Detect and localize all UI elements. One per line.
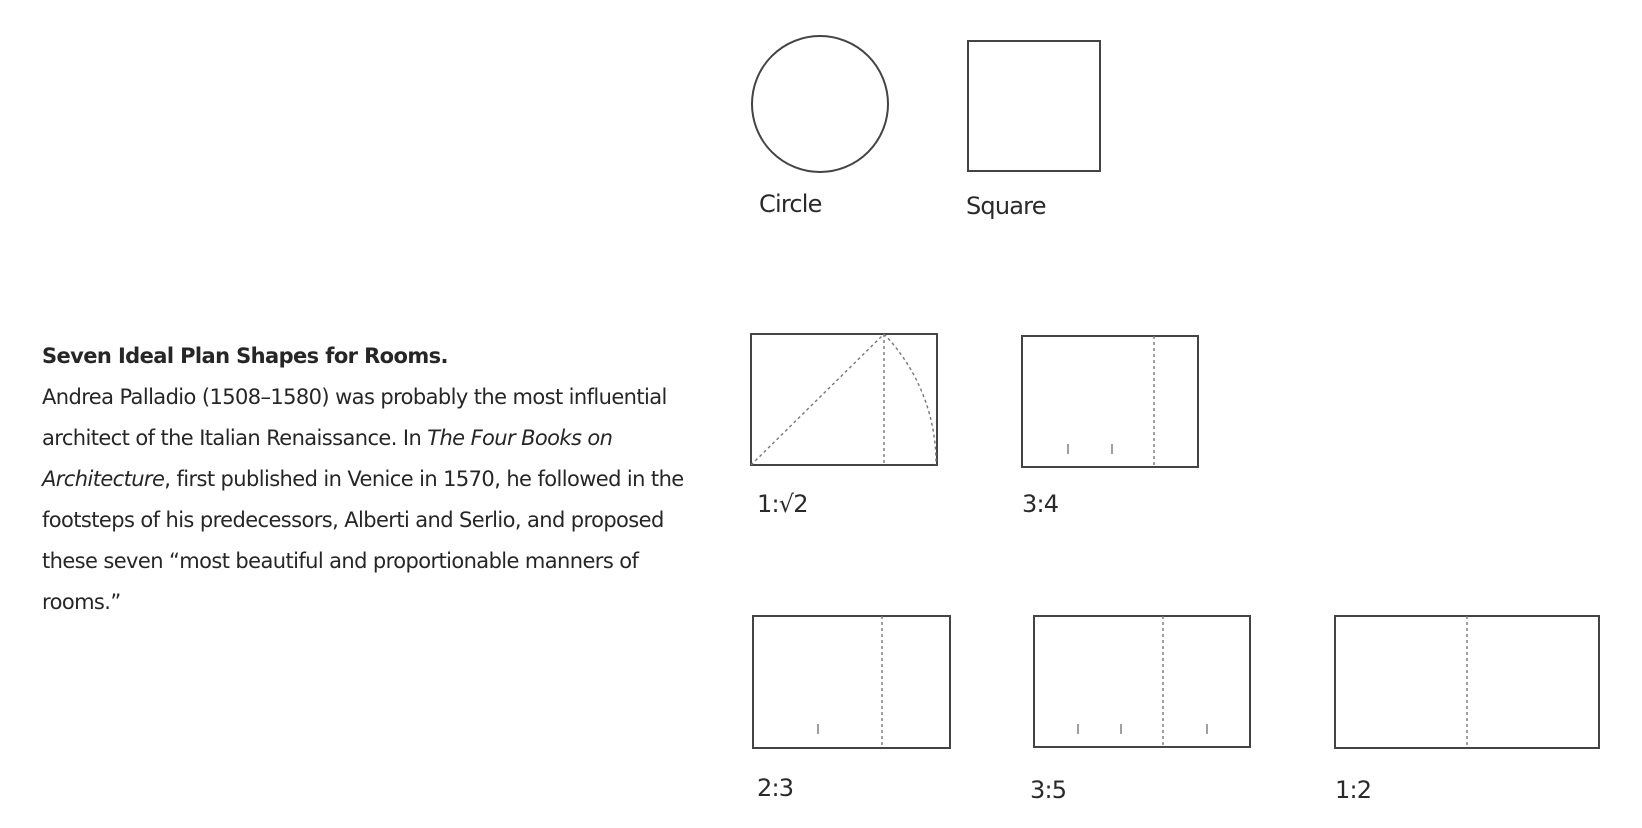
ratio-3-5-rectangle — [1033, 615, 1251, 748]
ratio-1-2-label: 1:2 — [1335, 776, 1372, 804]
ratio-3-5-shape — [1033, 615, 1251, 748]
ratio-3-4-rectangle — [1021, 335, 1199, 468]
ratio-2-3-shape — [752, 615, 951, 749]
circle-shape — [751, 35, 889, 173]
ratio-3-4-label: 3:4 — [1022, 490, 1059, 518]
square-shape — [967, 40, 1101, 172]
caption-heading: Seven Ideal Plan Shapes for Rooms. — [42, 344, 449, 368]
ratio-2-3-rectangle — [752, 615, 951, 749]
book-title: The Four Books on Architecture — [42, 426, 613, 491]
square-label: Square — [966, 192, 1047, 220]
caption-text-part1: Andrea Palladio (1508–1580) was probably… — [42, 385, 667, 450]
caption-text-part2: , first published in Venice in 1570, he … — [42, 467, 684, 614]
root2-diagonal — [750, 333, 885, 466]
root2-rectangle — [750, 333, 938, 466]
circle-label: Circle — [759, 190, 822, 218]
root2-label: 1:√2 — [757, 490, 809, 518]
ratio-2-3-label: 2:3 — [757, 774, 794, 802]
caption-body: Andrea Palladio (1508–1580) was probably… — [42, 377, 702, 623]
ratio-1-2-shape — [1334, 615, 1600, 749]
ratio-3-4-shape — [1021, 335, 1199, 468]
caption: Seven Ideal Plan Shapes for Rooms. Andre… — [42, 336, 702, 623]
root2-shape — [750, 333, 938, 466]
ratio-3-5-label: 3:5 — [1030, 776, 1067, 804]
root2-arc — [883, 333, 937, 466]
